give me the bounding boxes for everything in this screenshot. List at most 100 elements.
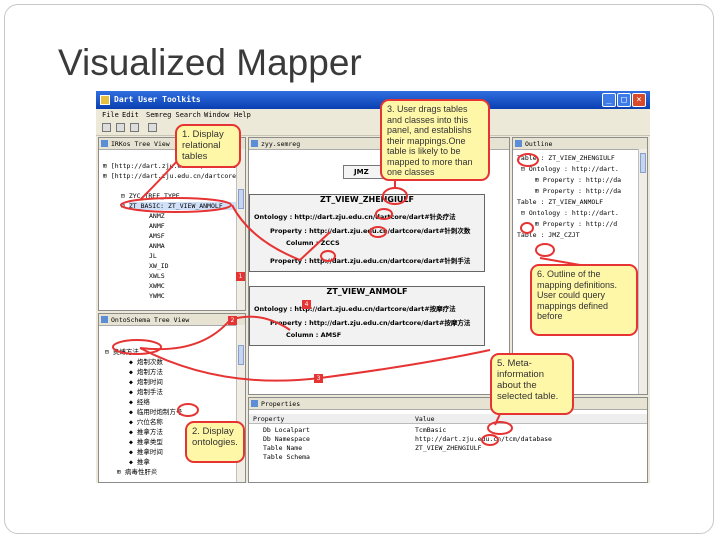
callout-outline: 6. Outline of the mapping definitions. U… (530, 264, 638, 336)
prop-value[interactable]: ZT_VIEW_ZHENGIULF (415, 444, 482, 452)
tree-row[interactable]: ⊞ 病毒性肝炎 (117, 468, 158, 476)
tree-view-icon (101, 316, 108, 323)
properties-panel: Properties Property Value Db Localpart T… (248, 397, 648, 483)
outline-header: Outline (513, 138, 647, 150)
delete-icon[interactable] (130, 123, 139, 132)
highlight-ellipse-5 (375, 208, 393, 220)
prop-value[interactable]: http://dart.zju.edu.cn/tcm/database (415, 435, 552, 443)
property-row[interactable]: Property : http://dart.zju.edu.cn/dartco… (270, 257, 471, 265)
callout-ontologies: 2. Display ontologies. (185, 421, 245, 463)
tree-row[interactable]: ◆ 推拿类型 (129, 438, 163, 446)
tree-row[interactable]: ⊟ ZT_BASIC: ZT_VIEW_ANMOLF (121, 202, 223, 210)
tree-row[interactable]: ◆ 推拿方法 (129, 428, 163, 436)
maximize-button[interactable]: □ (617, 93, 631, 107)
prop-name: Db Namespace (263, 435, 310, 443)
mapping-table-zhengiulf[interactable]: ZT_VIEW_ZHENGIULF Ontology : http://dart… (249, 194, 485, 272)
highlight-ellipse-10 (535, 243, 555, 257)
highlight-ellipse-8 (517, 153, 539, 167)
tree-row[interactable]: ANMA (149, 242, 165, 250)
outline-icon (515, 140, 522, 147)
minimize-button[interactable]: _ (602, 93, 616, 107)
editor-tab[interactable]: zyy.semreg (261, 140, 301, 148)
outline-row[interactable]: ⊟ Ontology : http://dart. (521, 165, 619, 173)
tree-row[interactable]: ◆ 推拿 (129, 458, 150, 466)
table-box-jmz-label: JMZ (354, 168, 369, 176)
mapping-table-anmolf[interactable]: ZT_VIEW_ANMOLF Ontology : http://dart.zj… (249, 286, 485, 346)
drag-arrow-ontology (139, 315, 291, 351)
tree-row[interactable]: ◆ 炮制时间 (129, 378, 163, 386)
menu-window[interactable]: Window (204, 111, 230, 119)
tree-row[interactable]: ◆ 炮制次数 (129, 358, 163, 366)
callout-drag-tables: 3. User drags tables and classes into th… (380, 99, 490, 181)
highlight-ellipse-4 (382, 187, 408, 205)
header-value: Value (415, 415, 435, 423)
tree-row[interactable]: YWMC (149, 292, 165, 300)
app-icon (100, 95, 110, 105)
menu-bar: File Edit Semreg Search Window Help (96, 109, 650, 120)
highlight-ellipse-3 (177, 403, 199, 417)
outline-row[interactable]: ⊞ Property : http://da (535, 176, 622, 184)
outline-row[interactable]: ⊞ Property : http://d (535, 220, 618, 228)
menu-help[interactable]: Help (234, 111, 251, 119)
outline-row[interactable]: ⊟ Ontology : http://dart. (521, 209, 619, 217)
slide-title: Visualized Mapper (58, 42, 362, 83)
tree-row[interactable]: ⊟ ZYC_TREE_TYPE (121, 192, 180, 200)
irkos-tree-title: IRKos Tree View (111, 140, 170, 148)
tree-scrollbar[interactable] (236, 325, 245, 482)
close-button[interactable]: × (632, 93, 646, 107)
selection-highlight (129, 202, 239, 210)
highlight-ellipse-12 (481, 434, 499, 446)
window-titlebar: Dart User Toolkits _ □ × (96, 91, 650, 109)
tree-row[interactable]: ◆ 推拿时间 (129, 448, 163, 456)
tree-row[interactable]: ANMF (149, 222, 165, 230)
tree-row[interactable]: ◆ 炮制方法 (129, 368, 163, 376)
property-row[interactable]: Property : http://dart.zju.edu.cn/dartco… (270, 319, 471, 327)
header-property: Property (253, 415, 285, 423)
table-name: ZT_VIEW_ANMOLF (326, 287, 408, 296)
prop-value[interactable]: TcmBasic (415, 426, 447, 434)
tree-row[interactable]: ANMZ (149, 212, 165, 220)
tree-row[interactable]: AMSF (149, 232, 165, 240)
tree-row[interactable]: ◆ 炮制手法 (129, 388, 163, 396)
marker-1: 1 (236, 272, 245, 281)
tree-row[interactable]: JL (149, 252, 157, 260)
properties-title: Properties (261, 400, 301, 408)
tree-row[interactable]: XWMC (149, 282, 165, 290)
ontoschema-tree-title: OntoSchema Tree View (111, 316, 190, 324)
outline-row[interactable]: Table : ZT_VIEW_ZHENGIULF (517, 154, 615, 162)
ontology-row[interactable]: Ontology : http://dart.zju.edu.cn/dartco… (254, 213, 456, 221)
tree-row[interactable]: ◆ 经络 (129, 398, 150, 406)
tree-row[interactable]: XWLS (149, 272, 165, 280)
window-title: Dart User Toolkits (114, 95, 201, 104)
menu-semreg-search[interactable]: Semreg Search (146, 111, 201, 119)
column-row[interactable]: Column : AMSF (286, 331, 342, 339)
new-icon[interactable] (102, 123, 111, 132)
outline-row[interactable]: Table : JMZ_CZJT (517, 231, 580, 239)
tree-view-icon (101, 140, 108, 147)
highlight-ellipse-9 (520, 222, 534, 234)
scroll-thumb[interactable] (238, 345, 244, 365)
tree-row[interactable]: ◆ 穴位名称 (129, 418, 163, 426)
outline-row[interactable]: ⊞ Property : http://da (535, 187, 622, 195)
marker-4: 4 (302, 300, 311, 309)
callout-relational-tables: 1. Display relational tables (175, 124, 241, 168)
tree-row[interactable]: XW_ID (149, 262, 169, 270)
slide-frame (4, 4, 714, 534)
menu-file[interactable]: File (102, 111, 119, 119)
arrow-1 (139, 159, 179, 201)
menu-edit[interactable]: Edit (122, 111, 139, 119)
column-row[interactable]: Column : ZCCS (286, 239, 340, 247)
scroll-thumb[interactable] (640, 153, 646, 173)
save-icon[interactable] (116, 123, 125, 132)
run-icon[interactable] (148, 123, 157, 132)
marker-3: 3 (314, 374, 323, 383)
ontology-row[interactable]: Ontology : http://dart.zju.edu.cn/dartco… (254, 305, 456, 313)
drag-arrow-column (299, 231, 331, 261)
tree-row[interactable]: ⊞ [http://dart.zju.edu.cn/dartcore] (103, 172, 240, 180)
outline-row[interactable]: Table : ZT_VIEW_ANMOLF (517, 198, 604, 206)
scroll-thumb[interactable] (238, 189, 244, 209)
tree-row[interactable]: ◆ 临用时炮制方号 (129, 408, 183, 416)
properties-header-row: Property Value (249, 414, 647, 424)
tree-scrollbar[interactable] (236, 149, 245, 310)
outline-scrollbar[interactable] (638, 149, 647, 394)
